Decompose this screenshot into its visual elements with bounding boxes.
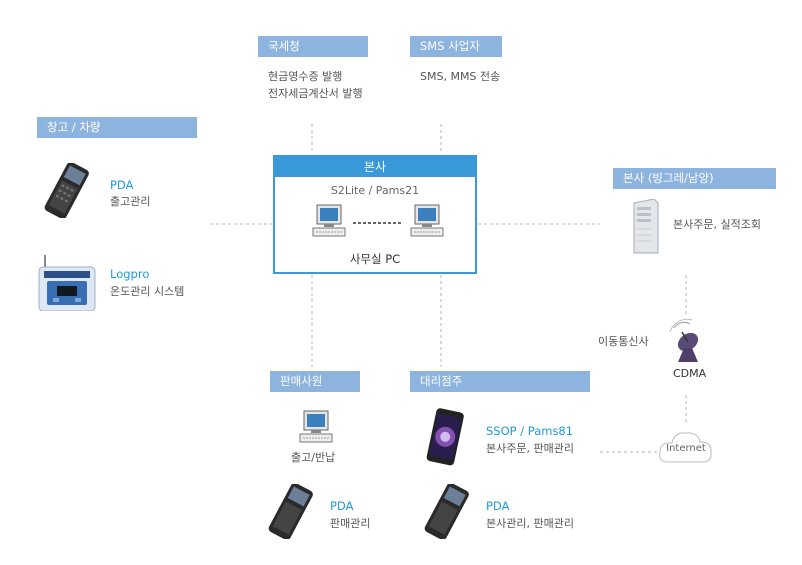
agency-label: 대리점주	[420, 374, 463, 388]
hq-software: S2Lite / Pams21	[330, 184, 420, 197]
warehouse-pda-title: PDA	[110, 178, 134, 192]
nts-desc-1: 현금영수증 발행	[268, 70, 343, 83]
warehouse-label: 창고 / 차량	[47, 120, 101, 134]
hq-caption: 사무실 PC	[349, 252, 401, 266]
warehouse-header: 창고 / 차량	[37, 117, 197, 138]
sales-label: 판매사원	[280, 374, 323, 388]
nts-desc-2: 전자세금계산서 발행	[268, 87, 363, 100]
pda-device-icon	[44, 163, 89, 218]
hq-box: 본사 S2Lite / Pams21 사무실 PC	[273, 155, 477, 274]
hq-label: 본사	[363, 160, 387, 174]
agency-header: 대리점주	[410, 371, 590, 392]
agency-pda-desc: 본사관리, 판매관리	[486, 517, 574, 530]
sales-pda-icon	[268, 484, 313, 539]
office-pc-icon-2	[410, 204, 444, 237]
warehouse-pda-desc: 출고관리	[110, 195, 151, 208]
sms-desc: SMS, MMS 전송	[420, 70, 501, 83]
sales-pc-desc: 출고/반납	[291, 451, 336, 464]
sales-pc-icon	[299, 410, 333, 443]
agency-phone-title: SSOP / Pams81	[486, 424, 574, 438]
lan-link	[353, 222, 401, 224]
cdma-label: CDMA	[673, 367, 707, 380]
hq-remote-label: 본사 (빙그레/남양)	[623, 171, 714, 185]
server-icon	[633, 199, 659, 254]
sms-header: SMS 사업자	[410, 36, 502, 57]
satellite-dish-icon	[669, 318, 699, 362]
carrier-label: 이동통신사	[598, 335, 649, 348]
sales-header: 판매사원	[270, 371, 360, 392]
agency-pda-icon	[424, 484, 469, 539]
internet-cloud-icon	[659, 432, 712, 463]
hq-remote-header: 본사 (빙그레/남양)	[613, 168, 776, 189]
nts-header: 국세청	[258, 36, 368, 57]
sales-pda-title: PDA	[330, 499, 354, 513]
logpro-device-icon	[38, 255, 96, 311]
smartphone-icon	[426, 408, 464, 466]
hq-header: 본사	[275, 157, 475, 177]
sms-label: SMS 사업자	[420, 39, 480, 53]
logpro-title: Logpro	[110, 267, 150, 281]
hq-remote-desc: 본사주문, 실적조회	[673, 218, 761, 231]
internet-label: Internet	[666, 443, 706, 454]
office-pc-icon	[312, 204, 346, 237]
agency-pda-title: PDA	[486, 499, 510, 513]
sales-pda-desc: 판매관리	[330, 517, 371, 530]
logpro-desc: 온도관리 시스템	[110, 285, 185, 298]
nts-label: 국세청	[268, 39, 300, 53]
agency-phone-desc: 본사주문, 판매관리	[486, 442, 574, 455]
